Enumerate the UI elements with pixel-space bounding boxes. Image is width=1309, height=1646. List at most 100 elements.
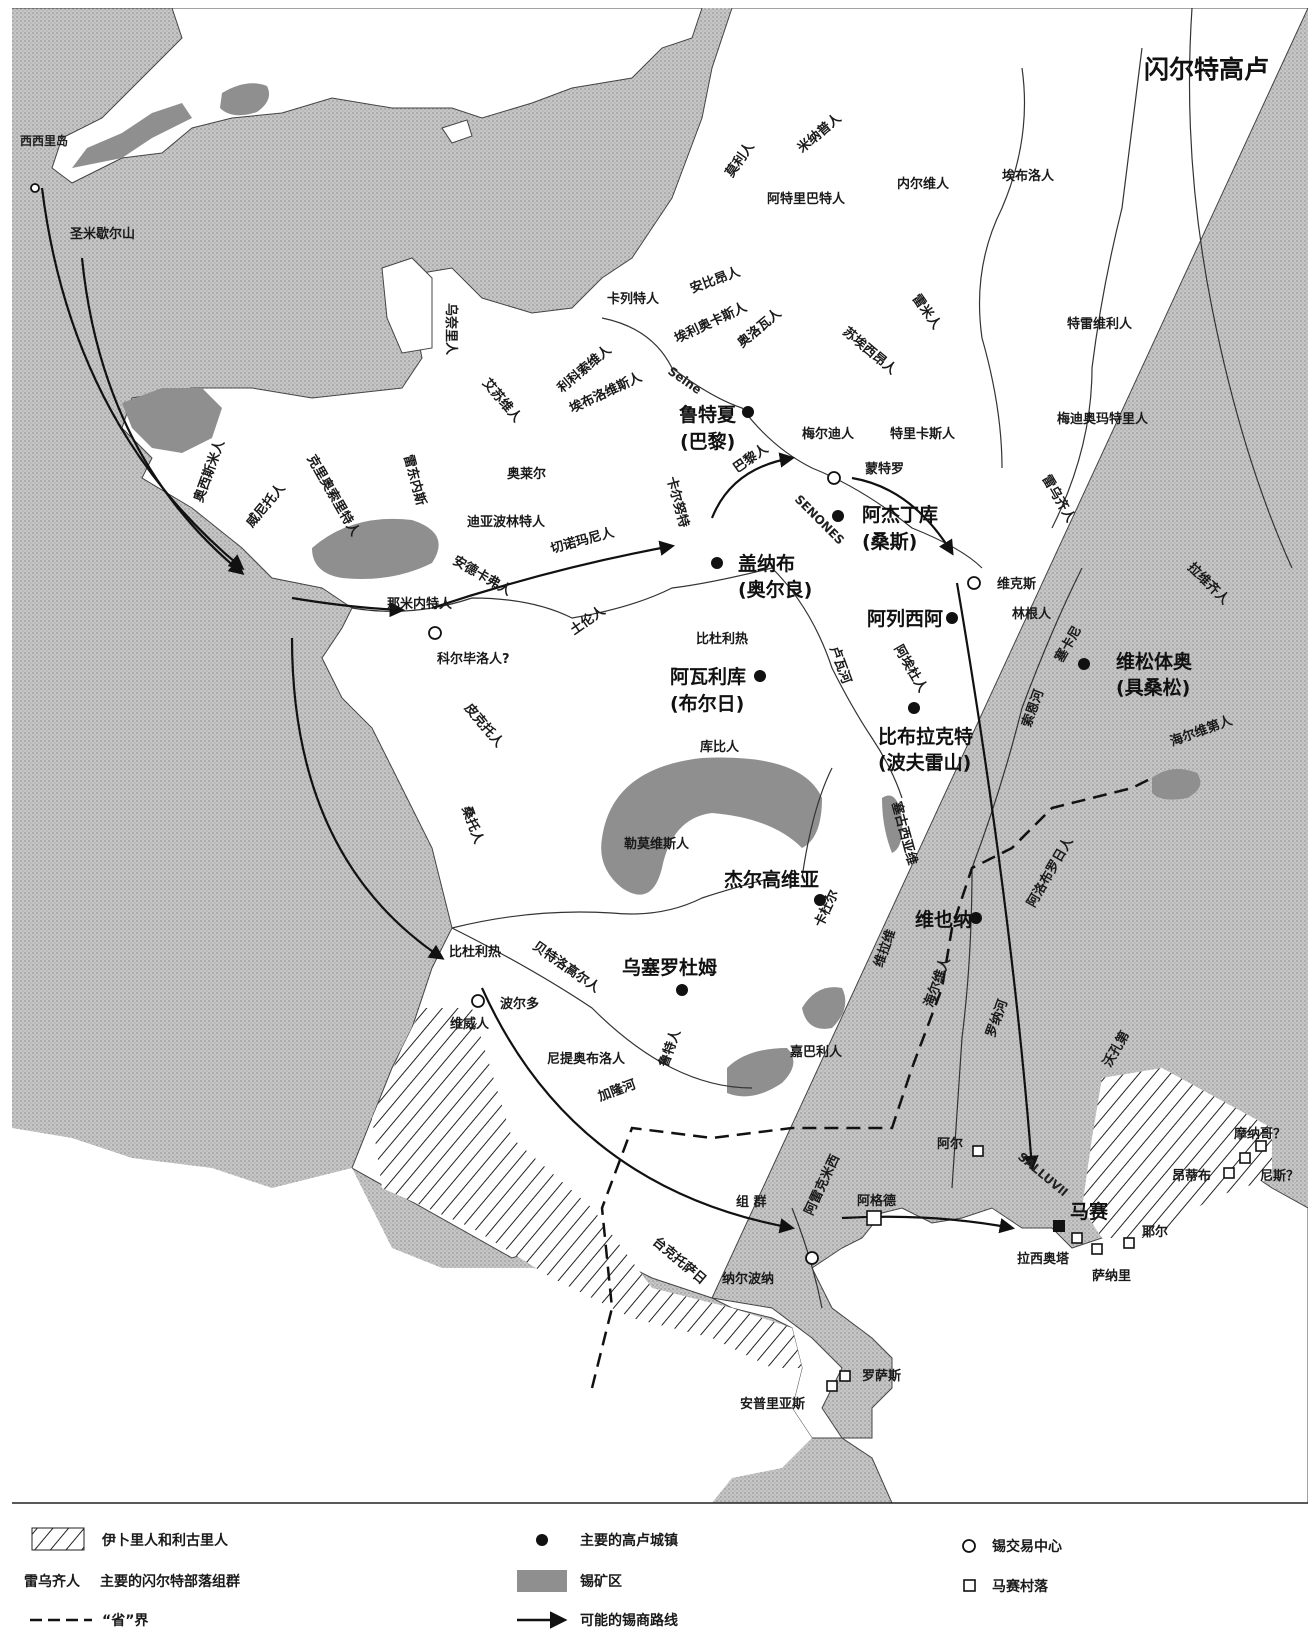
village-kitharista xyxy=(1091,1243,1103,1255)
town-avaricum: 阿瓦利库 xyxy=(670,665,746,688)
town-tauroeis: 拉西奥塔 xyxy=(1017,1251,1070,1267)
town-dot-bibracte xyxy=(908,702,920,714)
town-dot-vienna xyxy=(970,912,982,924)
town-olbia: 耶尔 xyxy=(1142,1224,1168,1240)
legend-hatch-text: 伊卜里人和利古里人 xyxy=(101,1532,229,1549)
route-armorica-corbilo xyxy=(291,596,406,618)
devon-tin-area xyxy=(220,83,270,116)
lake-geneva xyxy=(1152,769,1201,800)
town-rhode: 罗萨斯 xyxy=(862,1368,901,1384)
garonne-river xyxy=(451,927,753,1089)
town-agedincum: 阿杰丁库 xyxy=(862,503,938,526)
town-vesontio-alt: (具桑松) xyxy=(1116,676,1190,699)
label-lingones: 林根人 xyxy=(1012,606,1052,622)
town-rotomagus: 鲁特夏 xyxy=(678,403,737,426)
legend-town-swatch xyxy=(536,1534,548,1546)
ligurian-zone-hatch xyxy=(1082,1068,1272,1238)
town-dot-vesontio xyxy=(1078,658,1090,670)
trade-routes xyxy=(40,187,1039,1234)
town-cenabum-alt: (奥尔良) xyxy=(738,578,812,601)
major-towns xyxy=(676,406,1090,996)
town-dot-gergovia xyxy=(814,894,826,906)
limousin-tin-area xyxy=(601,757,822,895)
legend-tribe-sample: 雷乌齐人 xyxy=(24,1573,81,1590)
label-tricasses: 特里卡斯人 xyxy=(890,426,956,442)
label-nitiobroges: 尼提奥布洛人 xyxy=(547,1051,626,1067)
moselle-river xyxy=(1051,47,1143,529)
town-dot-alesia xyxy=(946,612,958,624)
village-monaco xyxy=(1255,1140,1267,1152)
loire-river xyxy=(351,567,903,799)
trade-dot-corbilo xyxy=(428,626,442,640)
label-aquitani: 库比人 xyxy=(700,739,740,755)
town-bibracte-alt: (波夫雷山) xyxy=(878,751,971,774)
label-st-michaels: 圣米歇尔山 xyxy=(70,226,135,242)
town-rotomagus-alt: (巴黎) xyxy=(680,431,735,453)
route-scilly-armorica xyxy=(40,187,245,570)
isle-of-wight xyxy=(441,119,473,144)
town-dot-rotomagus xyxy=(742,406,754,418)
trade-dot-scilly xyxy=(30,183,40,193)
town-avaricum-alt: (布尔日) xyxy=(670,692,744,715)
label-volcae: 组 群 xyxy=(736,1194,767,1210)
legend-route-text: 可能的锡商路线 xyxy=(580,1612,678,1629)
province-border xyxy=(590,776,1153,1389)
route-narbo-massalia xyxy=(841,1215,1016,1234)
town-montereau: 蒙特罗 xyxy=(865,461,904,477)
legend-town-text: 主要的高卢城镇 xyxy=(580,1532,678,1549)
legend-mine-swatch xyxy=(517,1570,567,1592)
britain-landmass xyxy=(12,8,703,184)
legend-tribe-text: 主要的闪尔特部落组群 xyxy=(100,1573,240,1590)
brittany-tin-area xyxy=(122,388,222,453)
route-corbilo-cenabum xyxy=(431,540,676,610)
village-agde xyxy=(866,1210,882,1226)
town-massalia: 马赛 xyxy=(1070,1200,1109,1223)
label-gabali: 嘉巴利人 xyxy=(789,1044,843,1060)
dordogne-river xyxy=(451,877,773,929)
town-gergovia: 杰尔高维亚 xyxy=(724,868,819,891)
label-vivisci: 维威人 xyxy=(450,1016,490,1032)
town-antibes: 昂蒂布 xyxy=(1172,1168,1211,1184)
cotentin-peninsula xyxy=(381,257,433,354)
town-uxellodunum: 乌塞罗杜姆 xyxy=(622,956,717,979)
town-burdigala: 波尔多 xyxy=(500,996,539,1012)
town-bibracte: 比布拉克特 xyxy=(878,725,973,748)
legend-trade-swatch xyxy=(962,1539,976,1553)
saone-river xyxy=(971,567,1083,869)
label-corbilo: 科尔毕洛人? xyxy=(437,651,510,667)
rivers xyxy=(351,8,1293,1309)
town-nice: 尼斯？ xyxy=(1260,1168,1299,1184)
town-vesontio: 维松体奥 xyxy=(1116,650,1193,673)
legend-border-text: “省”界 xyxy=(102,1612,149,1629)
label-treveri: 特雷维利人 xyxy=(1067,316,1133,332)
montagne-noire-tin-area xyxy=(727,1048,794,1097)
town-monaco: 摩纳哥？ xyxy=(1234,1126,1286,1142)
village-emporion xyxy=(826,1380,838,1392)
iberian-zone-hatch xyxy=(372,1008,802,1368)
trade-centres xyxy=(30,183,981,1265)
seine-river xyxy=(601,317,983,569)
route-vix-massalia xyxy=(955,582,1039,1172)
label-diablintes: 迪亚波林特人 xyxy=(467,514,546,530)
iberia-landmass xyxy=(12,1128,812,1503)
trade-dot-montereau xyxy=(827,471,841,485)
label-nervii: 内尔维人 xyxy=(897,176,950,192)
label-mediomatrici: 梅迪奥玛特里人 xyxy=(1057,411,1149,427)
town-dot-avaricum xyxy=(754,670,766,682)
label-eburones: 埃布洛人 xyxy=(1002,168,1055,184)
town-cenabum: 盖纳布 xyxy=(738,552,795,575)
town-kitharista: 萨纳里 xyxy=(1092,1268,1131,1284)
villages xyxy=(826,1140,1267,1392)
trade-dot-narbo xyxy=(805,1251,819,1265)
label-unelli: 乌奈里人 xyxy=(443,303,459,356)
legend: 伊卜里人和利古里人 雷乌齐人 主要的闪尔特部落组群 “省”界 主要的高卢城镇 锡… xyxy=(12,1502,1308,1644)
route-cenabum-montereau xyxy=(710,452,796,519)
cornwall-tin-area xyxy=(72,103,192,168)
village-rhode xyxy=(839,1370,851,1382)
map-canvas: 闪尔特高卢 西西里岛 圣米歇尔山 莫利人 米纳普人 阿特里巴特人 内尔维人 埃布… xyxy=(12,8,1308,1644)
route-armorica-burdigala xyxy=(290,637,445,960)
central-tin-area xyxy=(882,795,903,853)
label-scilly: 西西里岛 xyxy=(20,133,68,148)
label-aulerci: 奥莱尔 xyxy=(507,466,546,482)
meuse-river xyxy=(978,67,1026,469)
